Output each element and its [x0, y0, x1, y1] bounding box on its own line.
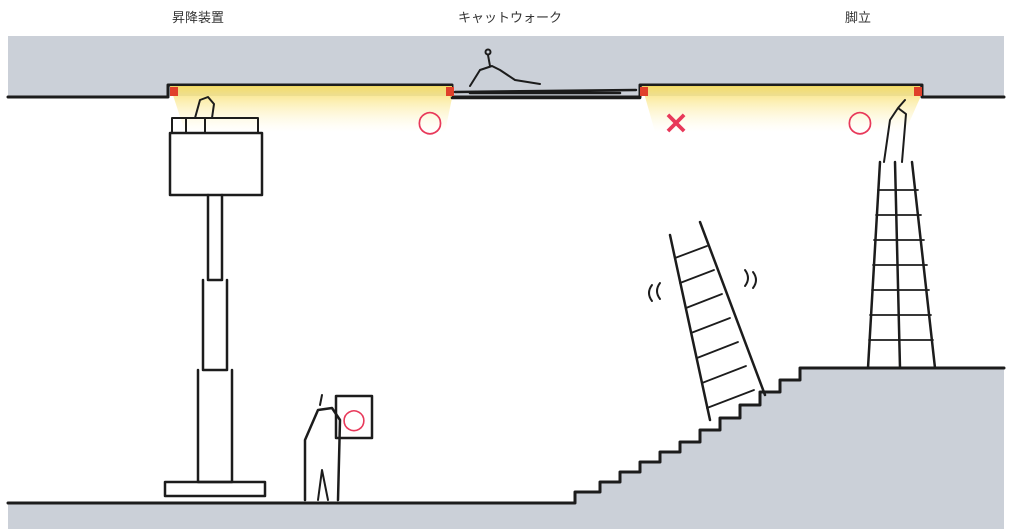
light-fixture-2 [446, 87, 454, 96]
unstable-ladder [649, 222, 765, 420]
light-fixture-4 [914, 87, 922, 96]
catwalk-label: キャットウォーク [458, 11, 562, 26]
lift-label: 昇降装置 [172, 11, 224, 26]
ng-mark-catwalk: × [663, 103, 690, 141]
light-fixture-1 [170, 87, 178, 96]
ok-mark-sign: ○ [342, 402, 366, 435]
ok-mark-lift: ○ [417, 104, 443, 139]
stepladder-label: 脚立 [845, 10, 871, 26]
ground-fill [8, 368, 1004, 529]
scissor-lift [165, 97, 265, 496]
light-fixture-3 [640, 87, 648, 96]
ok-mark-stepladder: ○ [847, 104, 873, 139]
stepladder [868, 100, 935, 368]
